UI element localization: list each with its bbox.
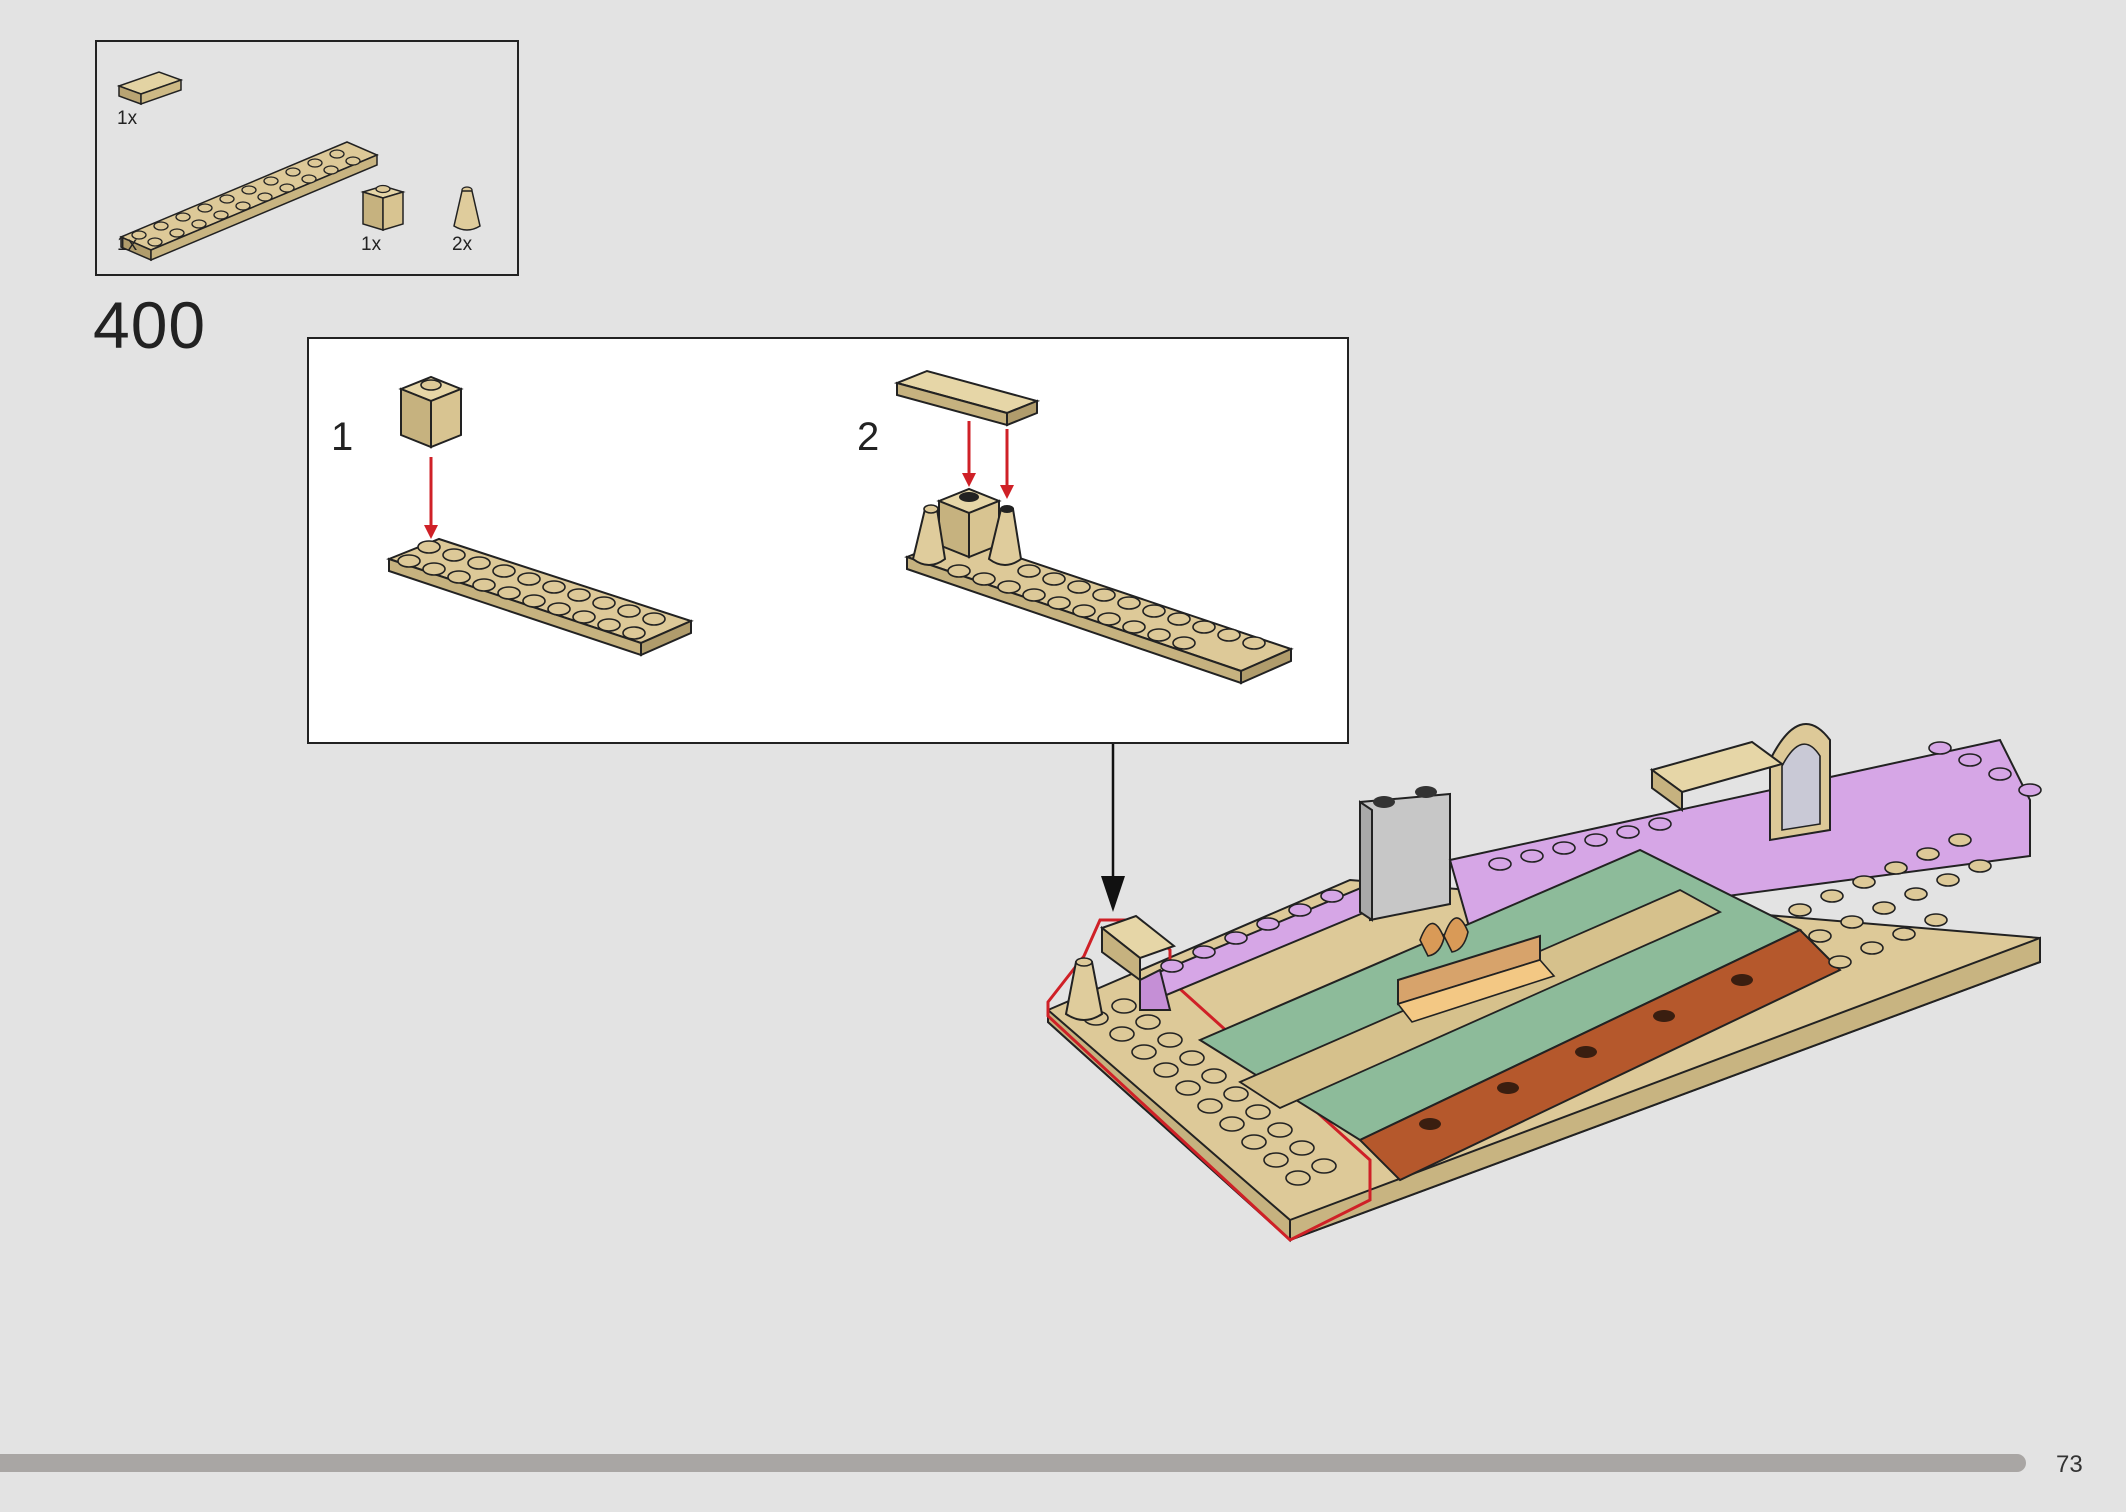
tile-qty: 1x	[117, 108, 138, 129]
page-number: 73	[2056, 1451, 2083, 1478]
substep-1-illustration	[386, 375, 694, 657]
substep-1-label: 1	[331, 415, 354, 459]
substep-2-label: 2	[857, 415, 880, 459]
plate-2x10-part	[119, 141, 379, 262]
substep-box: 1 2	[307, 337, 1349, 744]
cone-part	[453, 186, 481, 231]
tile-1x2-part	[116, 71, 184, 106]
plate-qty: 1x	[117, 234, 138, 255]
parts-list-box: 1x 1x 1x 2x	[95, 40, 519, 276]
substep-2-illustration	[893, 369, 1294, 685]
callout-connector-arrow	[1101, 744, 1125, 912]
page-progress-bar	[0, 1454, 2026, 1472]
cone-qty: 2x	[452, 234, 473, 255]
brick-qty: 1x	[361, 234, 382, 255]
main-model-illustration	[1046, 723, 2042, 1243]
step-number: 400	[93, 288, 207, 362]
brick-1x1-part	[360, 184, 406, 232]
